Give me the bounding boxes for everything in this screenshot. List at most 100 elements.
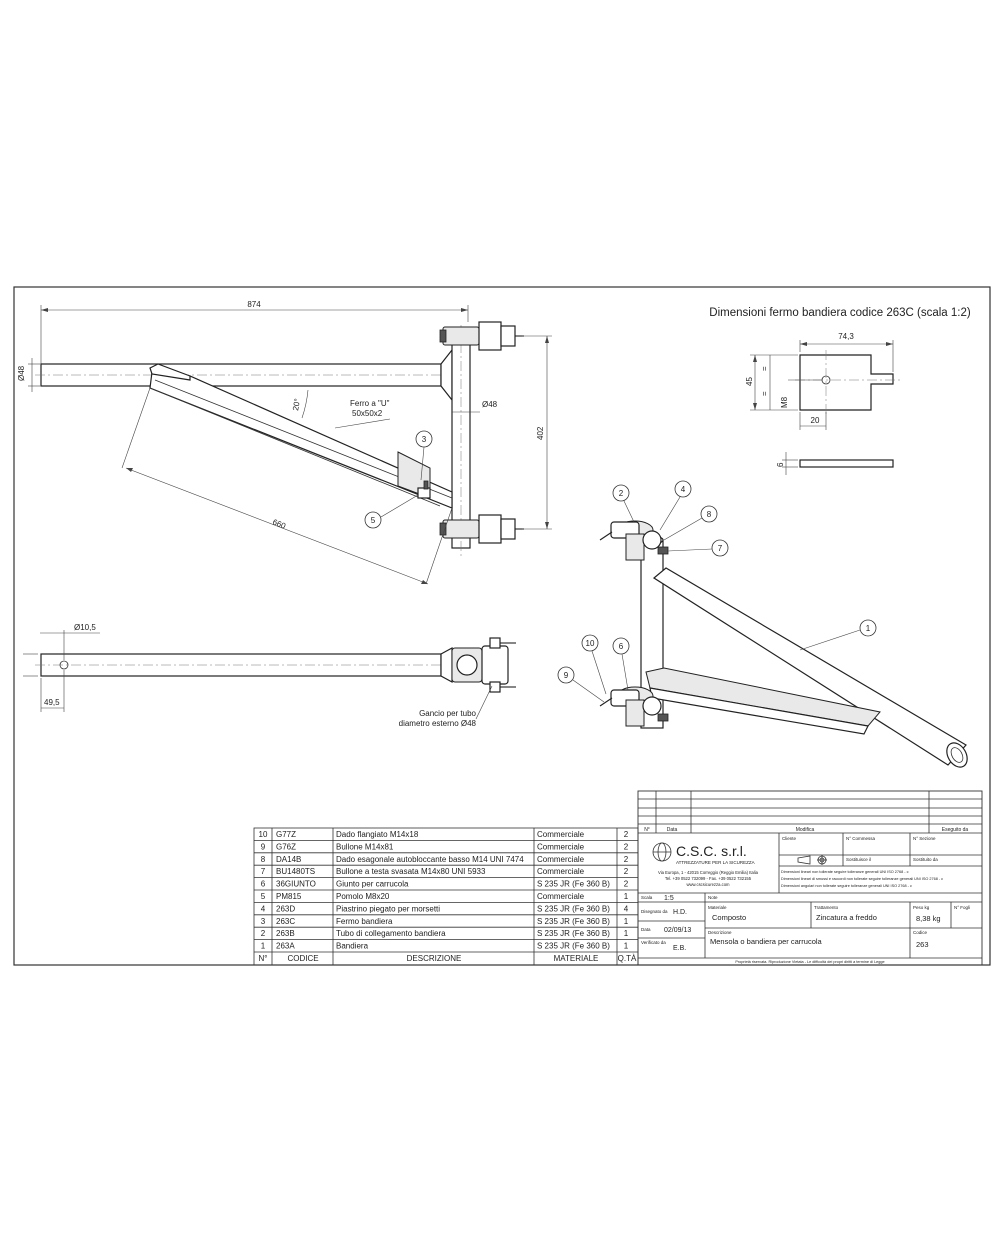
bom-cell-qty: 4 [624,904,629,913]
bom-cell-n: 3 [261,917,266,926]
bom-header-cell: N° [259,954,268,963]
dimension-d48-left: Ø48 [17,365,26,381]
dimension-402: 402 [536,426,545,440]
peso-value: 8,38 kg [916,914,941,923]
bom-cell-desc: Piastrino piegato per morsetti [336,904,440,913]
bom-header-cell: DESCRIZIONE [407,954,462,963]
bom-cell-n: 10 [259,830,268,839]
dimension-20: 20 [811,416,820,425]
bom-row: 8 DA14B Dado esagonale autobloccante basso… [261,855,629,864]
balloon-6: 6 [619,642,624,651]
bom-cell-desc: Dado flangiato M14x18 [336,830,419,839]
note-label: Note [708,895,718,900]
bom-cell-qty: 1 [624,942,629,951]
trattamento-value: Zincatura a freddo [816,913,877,922]
dimension-d48-right: Ø48 [482,400,498,409]
bom-cell-code: G76Z [276,842,296,851]
sostituito-label: Sostituito da [913,857,938,862]
bom-cell-code: 263C [276,917,295,926]
bom-cell-code: DA14B [276,855,301,864]
sezione-label: N° Sezione [913,836,936,841]
bom-cell-code: BU1480TS [276,867,315,876]
balloon-10: 10 [586,639,595,648]
bom-cell-code: PM815 [276,892,302,901]
rev-modifica-header: Modifica [796,827,815,833]
dimension-6: 6 [776,462,785,467]
bom-cell-qty: 1 [624,929,629,938]
bom-cell-desc: Bullone M14x81 [336,842,394,851]
descrizione-label: Descrizione [708,930,732,935]
bom-cell-qty: 2 [624,867,629,876]
bom-header-cell: Q.TÀ [618,954,637,963]
company-subtitle: ATTREZZATURE PER LA SICUREZZA [676,860,755,865]
peso-label: Peso kg [913,905,930,910]
nfogli-label: N° Fogli [954,905,970,910]
dimension-74-3: 74,3 [838,332,854,341]
descrizione-value: Mensola o bandiera per carrucola [710,937,823,946]
bom-cell-code: 263A [276,942,295,951]
disegnato-value: H.D. [673,909,687,916]
company-address-2: Tel. +39 0522 732099 - Fax. +39 0522 732… [665,876,752,881]
rev-eseguito-header: Eseguito da [942,827,969,833]
balloon-4: 4 [681,485,686,494]
dimension-m8: M8 [780,396,789,408]
cliente-label: Cliente [782,836,797,841]
codice-value: 263 [916,940,929,949]
tolerance-line-1: Dimensioni lineari non tollerate seguire… [781,870,909,874]
detail-fermo-bandiera: 74,3 45 = = M8 20 6 [745,332,900,475]
bom-cell-desc: Tubo di collegamento bandiera [336,929,446,938]
balloon-1: 1 [866,624,871,633]
dimension-20deg: 20° [291,398,302,411]
bom-header-cell: CODICE [287,954,318,963]
bom-cell-desc: Dado esagonale autobloccante basso M14 U… [336,855,524,864]
bom-cell-mat: Commerciale [537,892,585,901]
bom-cell-n: 6 [261,880,266,889]
projection-symbol-icon [797,855,827,865]
equal-mark-1: = [760,366,769,371]
rev-date-header: Data [667,827,678,833]
bom-cell-qty: 2 [624,880,629,889]
isometric-view: 2 4 8 7 1 10 6 9 [557,480,968,768]
balloon-8: 8 [707,510,712,519]
rev-n-header: N° [644,827,650,833]
bom-cell-desc: Giunto per carrucola [336,880,409,889]
disegnato-label: Disegnato da [641,909,668,914]
data-value: 02/09/13 [664,927,691,934]
verificato-value: E.B. [673,945,686,952]
top-view: Ø10,5 49,5 Gancio per tubo diametro este… [23,623,516,728]
bom-cell-n: 7 [261,867,266,876]
gancio-label-line2: diametro esterno Ø48 [399,719,477,728]
tolerance-line-3: Dimensioni angolari non tollerate seguir… [781,884,912,888]
bom-cell-qty: 1 [624,917,629,926]
bom-cell-mat: S 235 JR (Fe 360 B) [537,942,610,951]
balloon-9: 9 [564,671,569,680]
bom-cell-qty: 2 [624,830,629,839]
bom-cell-n: 8 [261,855,266,864]
bom-cell-desc: Bandiera [336,942,369,951]
balloon-3-front: 3 [422,435,427,444]
proprieta-notice: Proprietà riservata. Riproduzione Vietat… [735,960,884,964]
bom-cell-n: 1 [261,942,266,951]
scala-label: Scala [641,895,653,900]
bom-cell-code: 263D [276,904,295,913]
bom-cell-mat: Commerciale [537,867,585,876]
bom-cell-mat: S 235 JR (Fe 360 B) [537,917,610,926]
detail-title: Dimensioni fermo bandiera codice 263C (s… [709,307,971,319]
data-label: Data [641,927,651,932]
balloon-2: 2 [619,489,624,498]
trattamento-label: Trattamento [814,905,839,910]
ferro-label-line2: 50x50x2 [352,409,383,418]
bom-cell-desc: Bullone a testa svasata M14x80 UNI 5933 [336,867,486,876]
equal-mark-2: = [760,391,769,396]
materiale-label: Materiale [708,905,727,910]
sostituisce-label: Sostituisce il [846,857,871,862]
bom-cell-mat: S 235 JR (Fe 360 B) [537,880,610,889]
bom-cell-desc: Pomolo M8x20 [336,892,390,901]
balloon-5-front: 5 [371,516,376,525]
bom-cell-mat: S 235 JR (Fe 360 B) [537,929,610,938]
